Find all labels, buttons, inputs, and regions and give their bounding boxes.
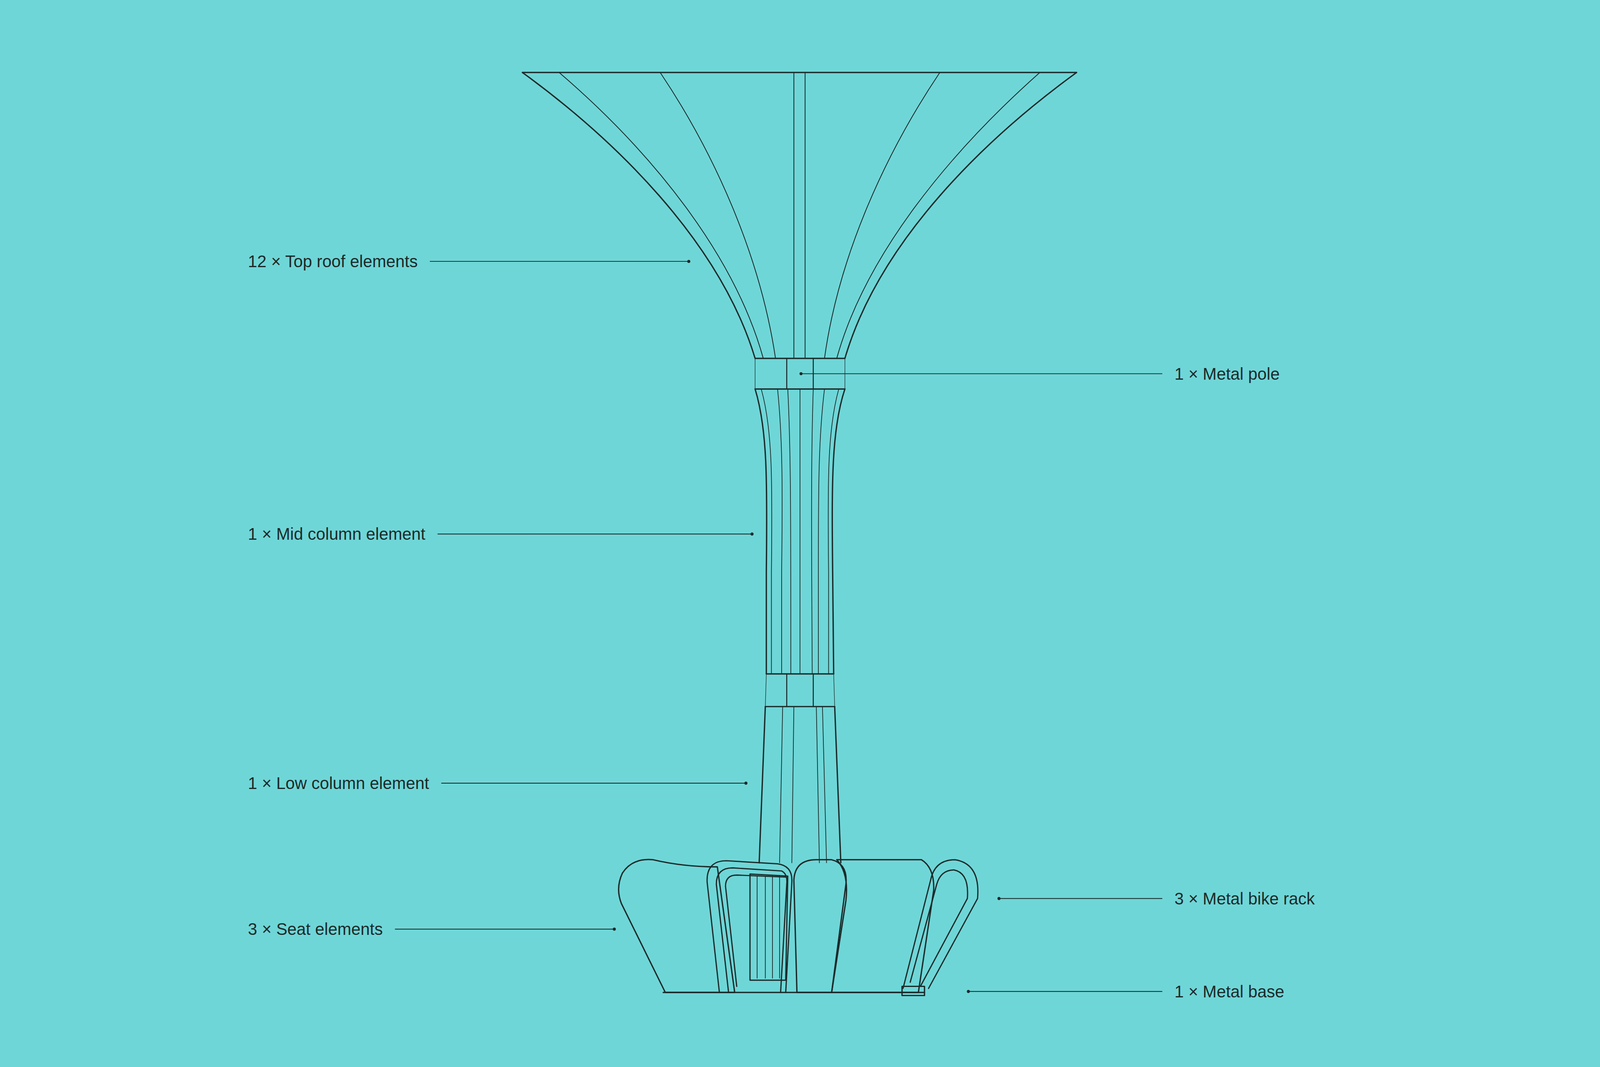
metal-base (663, 985, 925, 995)
metal-pole (812, 673, 814, 707)
leader-dots (966, 989, 970, 993)
part-label: 1 × Metal base (1174, 981, 1285, 1002)
roof-segment-lines (793, 72, 795, 359)
low-column (759, 706, 841, 863)
metal-base (663, 991, 925, 993)
bike-rack (707, 859, 978, 993)
low-column-lines (822, 706, 827, 863)
bike-rack (725, 874, 786, 986)
part-label: 1 × Mid column element (247, 523, 426, 544)
low-column (759, 706, 766, 863)
part-label: 1 × Low column element (247, 772, 430, 793)
mid-column-lines (828, 388, 839, 674)
metal-pole (765, 673, 767, 707)
metal-pole (755, 358, 756, 389)
mid-column-lines (818, 388, 825, 674)
roof-outline (845, 72, 1077, 359)
mid-column-lines (761, 388, 839, 674)
leader-lines (441, 782, 746, 784)
leader-lines (395, 928, 615, 930)
roof-segment-lines (804, 72, 806, 359)
roof-segment-lines (836, 72, 1040, 359)
leader-lines (437, 533, 753, 535)
bike-rack (779, 875, 780, 978)
leader-dots (744, 781, 748, 785)
roof-outline (755, 357, 845, 359)
mid-column-lines (811, 388, 814, 674)
metal-pole (755, 358, 845, 707)
roof-outline (522, 72, 755, 359)
mid-column (755, 388, 845, 674)
leader-lines (800, 373, 1162, 375)
leader-lines (968, 990, 1163, 992)
bike-rack (910, 869, 968, 986)
leader-dots (612, 259, 1001, 993)
bike-rack (772, 875, 773, 978)
low-column-lines (791, 706, 794, 863)
low-column-lines (779, 706, 783, 863)
leader-dots (612, 927, 616, 931)
leader-dots (799, 372, 803, 375)
low-column (834, 706, 841, 863)
part-label: 3 × Seat elements (247, 918, 383, 939)
mid-column-lines (799, 388, 801, 674)
bike-rack (707, 860, 793, 993)
mid-column (755, 388, 767, 674)
roof-segment-lines (660, 72, 776, 359)
roof-segment-lines (559, 72, 1040, 359)
roof-outline (522, 71, 1077, 73)
leader-dots (997, 896, 1001, 900)
leader-dots (750, 532, 754, 536)
leader-dots (687, 259, 690, 263)
mid-column-lines (777, 388, 783, 674)
low-column-lines (816, 706, 820, 863)
bike-rack (756, 875, 758, 978)
metal-pole (786, 358, 788, 389)
metal-pole (786, 673, 788, 707)
part-label: 3 × Metal bike rack (1174, 888, 1315, 909)
leader-lines (430, 260, 689, 262)
roof-outline (522, 72, 1077, 359)
mid-column-lines (761, 388, 772, 674)
part-label: 1 × Metal pole (1174, 363, 1280, 384)
low-column (765, 705, 835, 708)
roof-segment-lines (824, 72, 940, 359)
mid-column (832, 388, 845, 674)
metal-pole (833, 673, 835, 707)
leader-lines (395, 261, 1163, 992)
bike-rack (750, 873, 788, 980)
part-label: 12 × Top roof elements (247, 251, 418, 272)
leader-lines (999, 897, 1163, 899)
mid-column-lines (787, 388, 791, 674)
roof-segment-lines (559, 72, 764, 359)
bike-rack (716, 867, 787, 993)
metal-base (902, 985, 925, 995)
bike-rack (765, 875, 766, 978)
low-column-lines (779, 706, 827, 863)
seat-elements (793, 859, 846, 993)
seat-elements (618, 859, 934, 993)
bike-rack (902, 859, 978, 989)
